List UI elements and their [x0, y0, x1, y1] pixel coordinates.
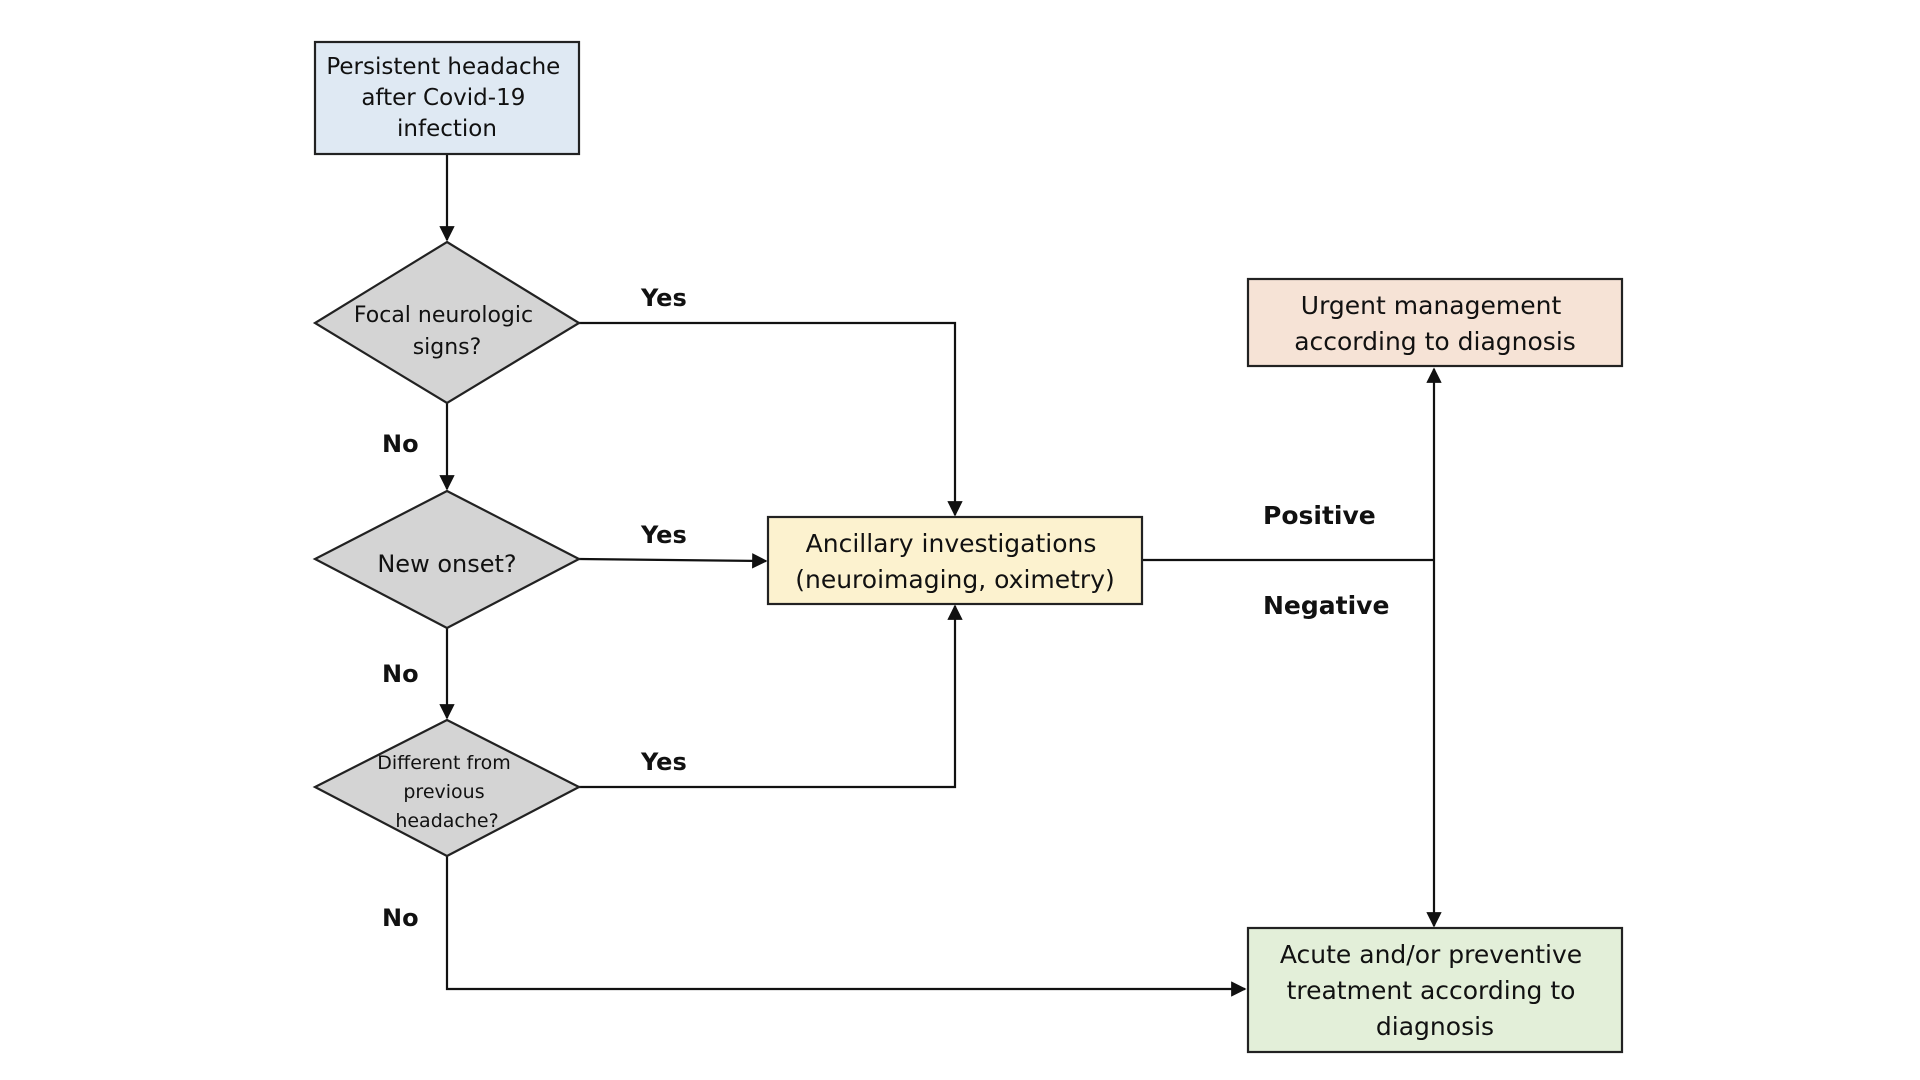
start-line-2: after Covid-19 — [361, 85, 525, 111]
different-diamond — [312, 718, 582, 858]
different-line-2: previous — [403, 781, 484, 803]
focal-yes-label: Yes — [640, 284, 687, 312]
edge-new-onset-yes-to-ancillary — [578, 553, 768, 569]
focal-decision: Focal neurologic signs? — [312, 240, 582, 405]
focal-line-2: signs? — [413, 335, 482, 360]
edge-different-yes-to-ancillary — [579, 604, 963, 789]
new-onset-diamond — [312, 489, 582, 630]
ancillary-line-2: (neuroimaging, oximetry) — [795, 565, 1115, 594]
different-line-1: Different from — [377, 752, 511, 774]
new-onset-yes-label: Yes — [640, 521, 687, 549]
start-line-3: infection — [397, 116, 497, 142]
focal-diamond — [312, 240, 582, 405]
negative-label: Negative — [1263, 591, 1389, 620]
treatment-line-2: treatment according to — [1287, 976, 1576, 1005]
urgent-text: Urgent management according to diagnosis — [1294, 291, 1576, 356]
different-text: Different from previous headache? — [377, 752, 517, 832]
start-line-1: Persistent headache — [326, 54, 560, 80]
treatment-text: Acute and/or preventive treatment accord… — [1280, 940, 1590, 1041]
edge-focal-yes-to-ancillary — [579, 321, 963, 517]
edges — [439, 154, 1442, 997]
start-box — [313, 40, 581, 156]
different-yes-label: Yes — [640, 748, 687, 776]
different-decision: Different from previous headache? — [312, 718, 582, 858]
positive-label: Positive — [1263, 501, 1376, 530]
urgent-box — [1246, 277, 1624, 368]
ancillary-node: Ancillary investigations (neuroimaging, … — [766, 515, 1144, 606]
different-no-label: No — [382, 904, 419, 932]
new-onset-line-1: New onset? — [377, 550, 516, 578]
edge-labels: Yes No Yes No Yes No Positive Negative — [382, 284, 1389, 932]
new-onset-no-label: No — [382, 660, 419, 688]
focal-text: Focal neurologic signs? — [354, 303, 540, 360]
ancillary-box — [766, 515, 1144, 606]
edge-different-no-to-treatment — [445, 856, 1247, 997]
new-onset-text: New onset? — [377, 550, 516, 578]
start-node: Persistent headache after Covid-19 infec… — [313, 40, 581, 156]
urgent-line-2: according to diagnosis — [1294, 327, 1576, 356]
new-onset-decision: New onset? — [312, 489, 582, 630]
treatment-line-1: Acute and/or preventive — [1280, 940, 1582, 969]
start-text: Persistent headache after Covid-19 infec… — [326, 54, 567, 142]
different-line-3: headache? — [395, 810, 498, 832]
focal-line-1: Focal neurologic — [354, 303, 533, 328]
urgent-line-1: Urgent management — [1301, 291, 1562, 320]
treatment-box — [1246, 926, 1624, 1054]
ancillary-text: Ancillary investigations (neuroimaging, … — [795, 529, 1115, 594]
treatment-line-3: diagnosis — [1376, 1012, 1494, 1041]
treatment-node: Acute and/or preventive treatment accord… — [1246, 926, 1624, 1054]
focal-no-label: No — [382, 430, 419, 458]
ancillary-line-1: Ancillary investigations — [806, 529, 1097, 558]
urgent-node: Urgent management according to diagnosis — [1246, 277, 1624, 368]
